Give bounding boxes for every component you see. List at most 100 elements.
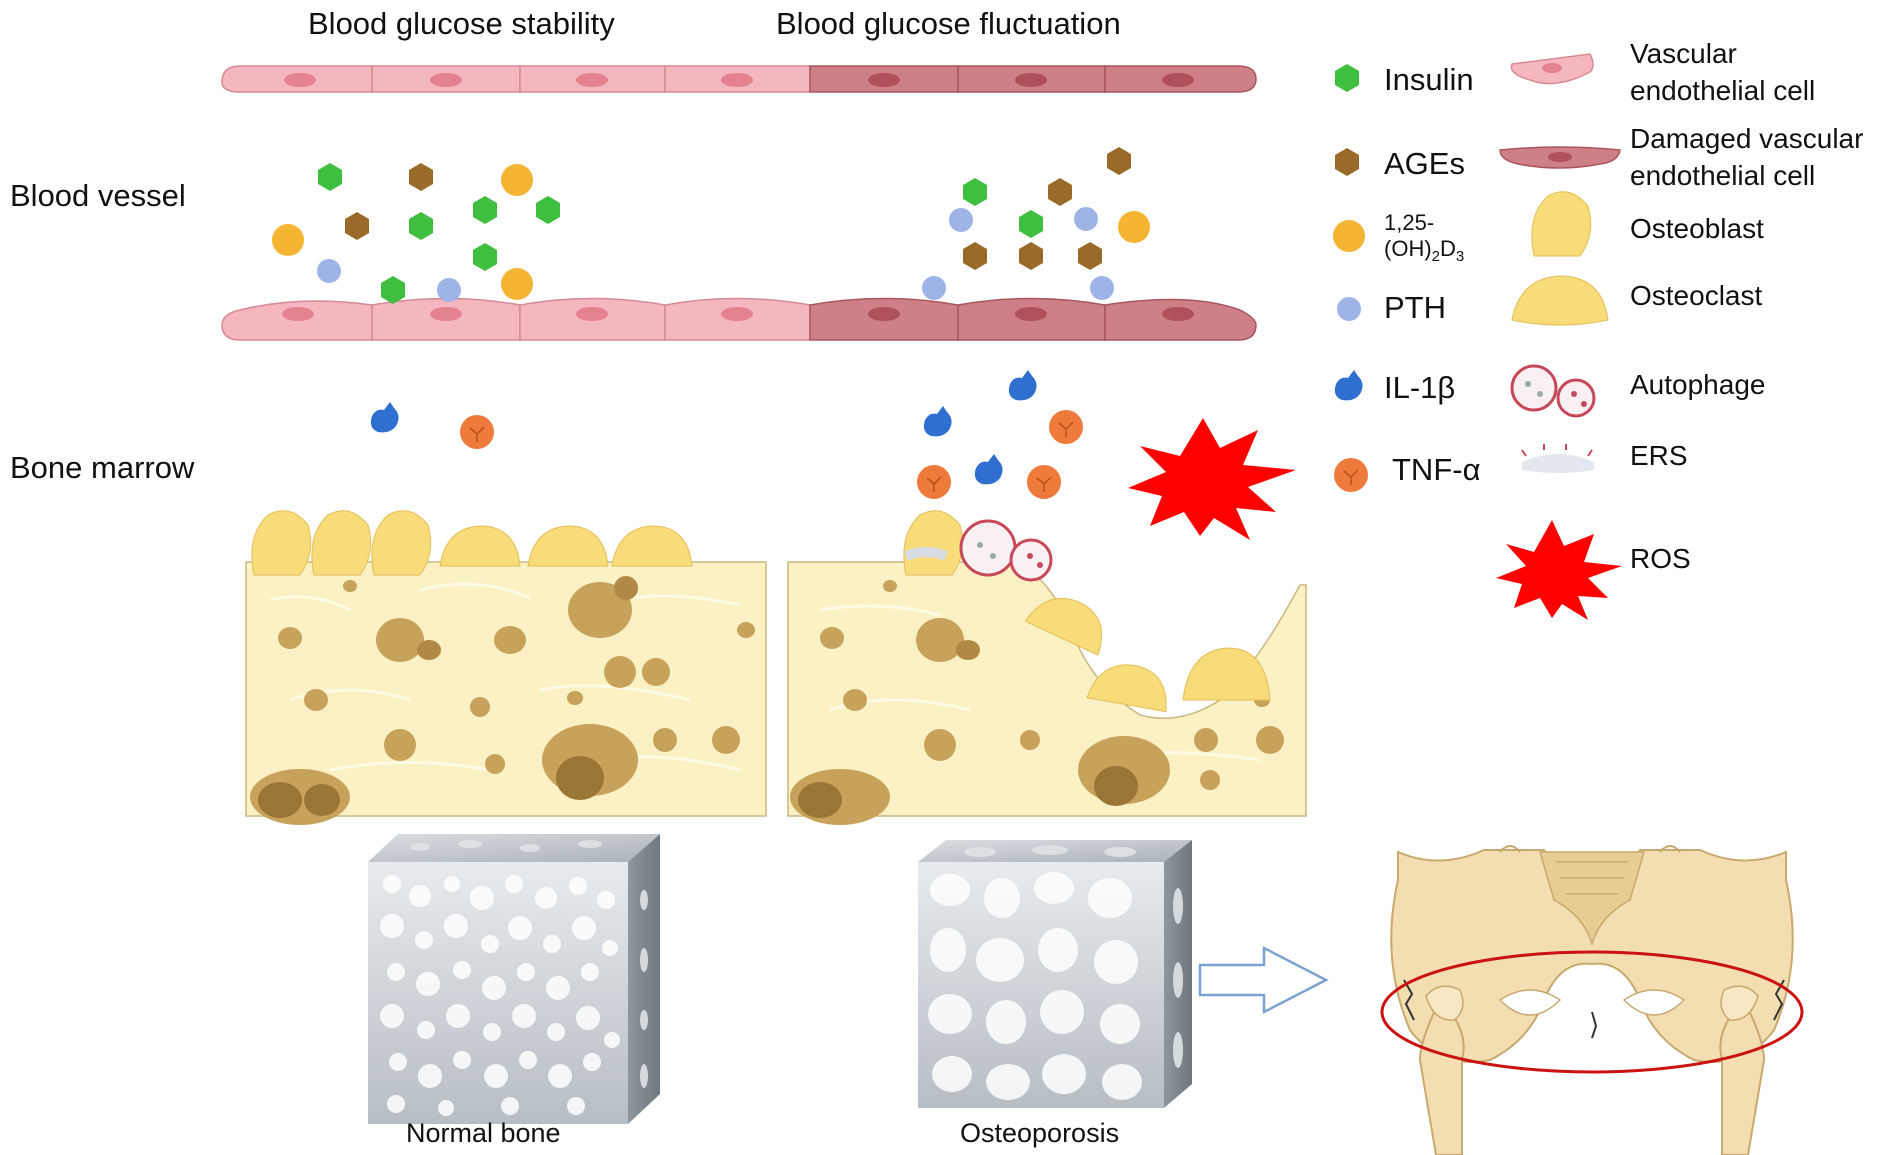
damaged-endothelial-cells-top [809, 65, 1257, 93]
pth-molecule [922, 276, 946, 300]
pth-molecule [437, 278, 461, 302]
pth-molecule [1090, 276, 1114, 300]
endothelial-cells-bottom-normal [221, 297, 811, 341]
pth-molecule [317, 259, 341, 283]
vessel-bottom-wall [221, 297, 1257, 341]
ages-molecule [1107, 147, 1131, 175]
insulin-molecule [409, 212, 433, 240]
pth-molecule [949, 208, 973, 232]
autophage-cell [959, 519, 1053, 582]
label-blood-vessel: Blood vessel [10, 178, 186, 213]
endothelial-cells-top-normal [221, 65, 811, 93]
osteoblast [903, 510, 964, 576]
autophage-icon [1510, 364, 1596, 418]
osteoclasts-normal [439, 525, 693, 567]
osteoblasts-normal [251, 510, 432, 576]
legend-damaged-endothelial: Damaged vascular endothelial cell [1630, 120, 1863, 194]
osteoclast [1024, 597, 1103, 656]
bone-cube-osteoporosis [918, 840, 1192, 1108]
tnfa-molecule [917, 465, 951, 499]
ages-molecule [1019, 242, 1043, 270]
il1b-molecule [923, 406, 952, 437]
insulin-molecule [318, 163, 342, 191]
tnfa-icon [1334, 458, 1368, 492]
ages-molecule [345, 212, 369, 240]
tnfa-molecule [1027, 465, 1061, 499]
legend-tnfa: TNF-α [1392, 452, 1481, 487]
bone-block-osteoporosis [787, 510, 1307, 825]
hollow-arrow [1198, 945, 1329, 1015]
ers-marker [904, 547, 948, 561]
ages-molecule [409, 163, 433, 191]
label-bone-marrow: Bone marrow [10, 450, 195, 485]
legend-endothelial: Vascular endothelial cell [1630, 35, 1815, 109]
vitd-molecule [272, 224, 304, 256]
legend-vitd-line1: 1,25- [1384, 210, 1435, 235]
caption-osteoporosis: Osteoporosis [960, 1118, 1120, 1148]
molecules-fluctuation [922, 147, 1150, 300]
legend-vitd: 1,25- (OH)2D3 [1384, 210, 1464, 270]
il1b-molecule [370, 402, 399, 433]
vitd-molecule [501, 268, 533, 300]
osteoblast-icon [1531, 191, 1592, 257]
osteoblast [311, 510, 372, 576]
osteoclast [527, 525, 609, 567]
pelvis-illustration [1390, 845, 1794, 1155]
vitd-molecule [1118, 211, 1150, 243]
legend-insulin: Insulin [1384, 62, 1474, 97]
ages-icon [1335, 148, 1359, 176]
caption-normal-bone: Normal bone [406, 1118, 561, 1148]
legend-il1b: IL-1β [1384, 370, 1456, 405]
osteoclast [611, 525, 693, 567]
ages-molecule [1048, 178, 1072, 206]
insulin-icon [1335, 64, 1359, 92]
bone-cube-normal [368, 834, 660, 1124]
legend-ros: ROS [1630, 543, 1691, 574]
il1b-icon [1334, 370, 1363, 401]
tnfa-molecule [1049, 410, 1083, 444]
molecules-stable [272, 163, 560, 304]
insulin-molecule [963, 178, 987, 206]
il1b-molecule [1008, 370, 1037, 401]
cytokines-stable [370, 402, 494, 449]
header-fluctuation: Blood glucose fluctuation [776, 6, 1121, 41]
vitd-molecule [501, 164, 533, 196]
osteoclast [1086, 664, 1167, 713]
fracture-risk-ring [1380, 950, 1804, 1074]
pth-molecule [1074, 207, 1098, 231]
insulin-molecule [473, 196, 497, 224]
legend-icons [1333, 53, 1622, 620]
osteoblast [251, 510, 312, 576]
insulin-molecule [1019, 210, 1043, 238]
ers-icon-marks [1521, 444, 1593, 457]
damaged-endothelial-icon-nucleus [1548, 152, 1572, 162]
damaged-endothelial-cells-bottom [809, 297, 1257, 341]
osteoclast [439, 525, 521, 567]
osteoclast [1182, 647, 1271, 701]
pth-icon [1337, 297, 1361, 321]
ages-molecule [1078, 242, 1102, 270]
legend-ers: ERS [1630, 440, 1688, 471]
legend-vitd-line2: (OH)2D3 [1384, 236, 1465, 265]
ers-icon [1522, 454, 1594, 473]
legend-endothelial-line2: endothelial cell [1630, 75, 1816, 106]
osteoblast-osteoporosis [903, 510, 964, 576]
legend-osteoclast: Osteoclast [1630, 280, 1763, 311]
insulin-molecule [381, 276, 405, 304]
endothelial-icon-nucleus [1542, 63, 1562, 73]
legend-damaged-line1: Damaged vascular [1630, 123, 1864, 154]
legend-osteoblast: Osteoblast [1630, 213, 1764, 244]
osteoclasts-resorbing [1024, 597, 1271, 713]
cytokines-fluctuation [917, 370, 1083, 499]
legend-damaged-line2: endothelial cell [1630, 160, 1816, 191]
osteoclast-icon [1511, 275, 1609, 326]
osteoblast [371, 510, 432, 576]
legend-pth: PTH [1384, 290, 1446, 325]
ros-icon [1496, 520, 1622, 620]
ages-molecule [963, 242, 987, 270]
insulin-molecule [473, 243, 497, 271]
il1b-molecule [974, 454, 1003, 485]
bone-pores-osteoporosis [790, 580, 1284, 825]
legend-autophage: Autophage [1630, 369, 1766, 400]
